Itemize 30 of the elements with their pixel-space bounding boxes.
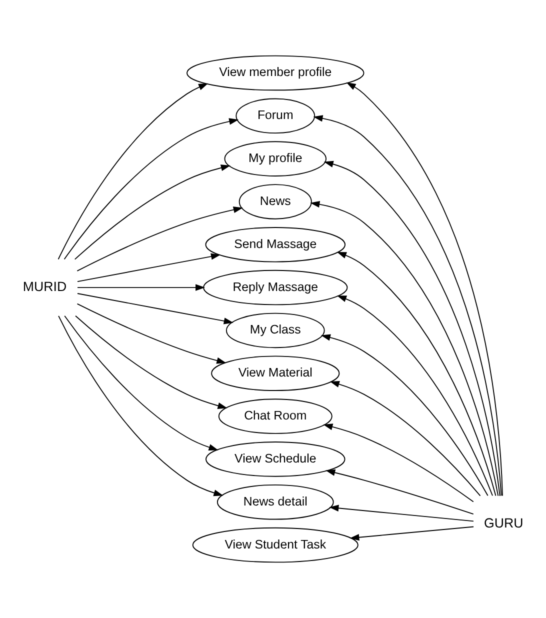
arrow — [329, 504, 474, 522]
arrow — [346, 82, 503, 496]
arrow — [326, 469, 474, 515]
arrow — [313, 115, 502, 496]
arrow — [76, 303, 226, 364]
arrow — [323, 424, 474, 502]
arrow — [74, 164, 230, 260]
arrow — [77, 284, 206, 291]
node-ellipse: My profile — [224, 141, 327, 176]
arrow — [320, 334, 488, 496]
arrow — [324, 160, 500, 496]
arrow — [77, 253, 221, 282]
arrow — [336, 296, 493, 496]
node-text: MURID — [22, 279, 67, 294]
node-text: GURU — [484, 516, 524, 531]
node-ellipse: News detail — [216, 484, 334, 520]
arrow — [310, 201, 499, 496]
arrow — [77, 293, 234, 324]
node-ellipse: My Class — [226, 312, 325, 348]
node-ellipse: Forum — [236, 98, 316, 134]
node-ellipse: News — [238, 184, 312, 220]
arrow — [76, 206, 243, 272]
arrow — [330, 380, 481, 496]
arrow — [64, 315, 218, 451]
arrow — [75, 315, 228, 409]
arrow — [64, 118, 239, 260]
arrow — [350, 526, 474, 541]
arrow — [58, 83, 208, 260]
arrow — [58, 316, 224, 496]
arrow — [336, 252, 496, 496]
